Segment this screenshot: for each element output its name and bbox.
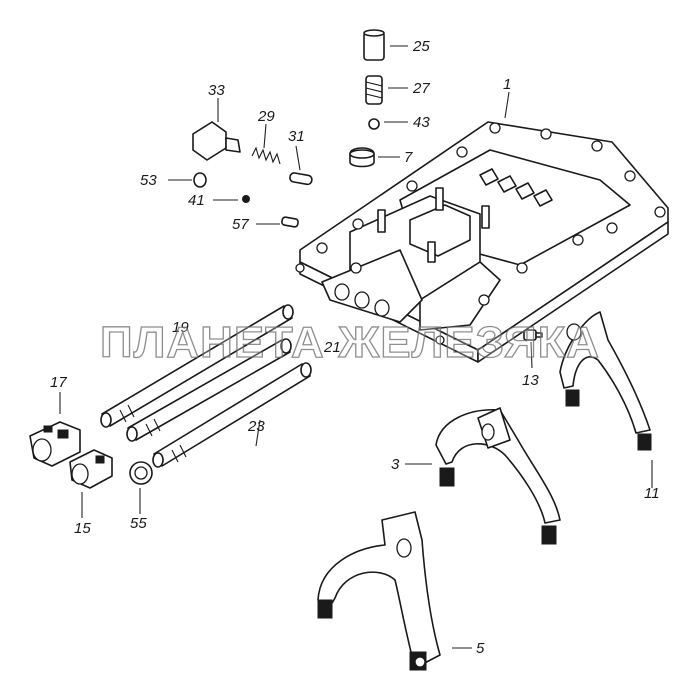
part-55-ring — [129, 461, 153, 485]
part-19-shift-rail — [100, 304, 294, 428]
part-1-cover-housing — [295, 121, 669, 363]
part-25-sleeve — [363, 29, 385, 61]
callout-53: 53 — [140, 172, 157, 189]
part-27-spring — [365, 75, 383, 105]
part-7-plug — [349, 147, 375, 168]
callout-15: 15 — [74, 520, 91, 537]
part-33-fitting — [192, 121, 241, 161]
callout-27: 27 — [412, 80, 430, 97]
callout-5: 5 — [476, 640, 485, 657]
part-31-pin — [289, 172, 313, 186]
callout-labels: 25 27 43 7 1 33 29 31 53 41 57 19 21 13 … — [50, 38, 660, 657]
part-21-shift-rail — [126, 338, 292, 442]
part-5-shift-fork — [317, 511, 441, 671]
callout-19: 19 — [172, 319, 189, 336]
part-13-bolt — [523, 329, 543, 341]
callout-57: 57 — [232, 216, 249, 233]
part-17-shift-head — [29, 421, 81, 467]
part-11-shift-fork — [559, 311, 652, 451]
callout-25: 25 — [412, 38, 430, 55]
part-41-ball — [242, 195, 250, 203]
part-3-shift-fork — [435, 407, 561, 545]
part-43-ball — [368, 118, 380, 130]
callout-21: 21 — [323, 339, 341, 356]
callout-43: 43 — [413, 114, 430, 131]
part-53-plug — [193, 172, 207, 188]
part-57-pin — [281, 216, 299, 228]
callout-31: 31 — [288, 128, 305, 145]
callout-29: 29 — [257, 108, 275, 125]
callout-11: 11 — [644, 485, 660, 502]
watermark-text: ПЛАНЕТА ЖЕЛЕЗЯКА — [100, 318, 600, 367]
callout-55: 55 — [130, 515, 147, 532]
callout-3: 3 — [391, 456, 400, 473]
callout-41: 41 — [188, 192, 205, 209]
callout-7: 7 — [404, 149, 413, 166]
callout-23: 23 — [247, 418, 265, 435]
callout-1: 1 — [503, 76, 511, 93]
callout-33: 33 — [208, 82, 225, 99]
leader-lines — [59, 45, 653, 649]
part-15-shift-head — [69, 449, 113, 489]
callout-17: 17 — [50, 374, 67, 391]
part-29-spring — [251, 146, 281, 165]
callout-13: 13 — [522, 372, 539, 389]
part-23-shift-rail — [152, 362, 312, 468]
